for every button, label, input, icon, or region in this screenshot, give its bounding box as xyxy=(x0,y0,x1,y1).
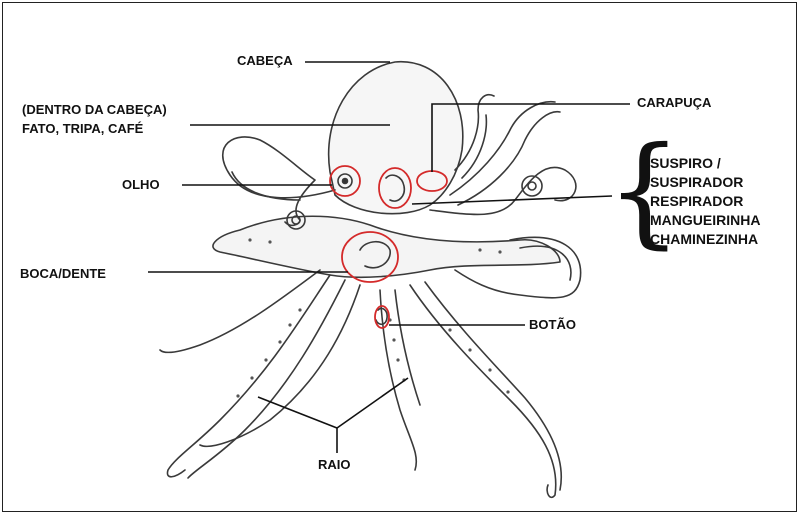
arm-left-long xyxy=(167,275,330,477)
label-carapuca: CARAPUÇA xyxy=(637,95,711,111)
label-suspirador: SUSPIRADOR xyxy=(650,173,760,192)
arm-left-upper xyxy=(223,137,335,225)
arm-center-left xyxy=(200,285,360,446)
arm-left-mid xyxy=(160,270,320,352)
label-dentro-line1: (DENTRO DA CABEÇA) xyxy=(22,102,167,118)
label-raio: RAIO xyxy=(318,457,351,473)
octopus-mantle xyxy=(329,62,463,214)
label-suspiro-group: SUSPIRO / SUSPIRADOR RESPIRADOR MANGUEIR… xyxy=(650,154,760,249)
arm-right-upper-1 xyxy=(450,102,555,195)
label-mangueirinha: MANGUEIRINHA xyxy=(650,211,760,230)
label-botao: BOTÃO xyxy=(529,317,576,333)
octopus-body xyxy=(213,216,560,277)
label-olho: OLHO xyxy=(122,177,160,193)
octopus-illustration xyxy=(160,62,581,498)
label-chaminezinha: CHAMINEZINHA xyxy=(650,230,760,249)
leader-raio-left xyxy=(258,397,337,428)
label-respirador: RESPIRADOR xyxy=(650,192,760,211)
label-boca: BOCA/DENTE xyxy=(20,266,106,282)
label-cabeca: CABEÇA xyxy=(237,53,293,69)
label-suspiro: SUSPIRO / xyxy=(650,154,760,173)
label-dentro-line2: FATO, TRIPA, CAFÉ xyxy=(22,121,143,137)
